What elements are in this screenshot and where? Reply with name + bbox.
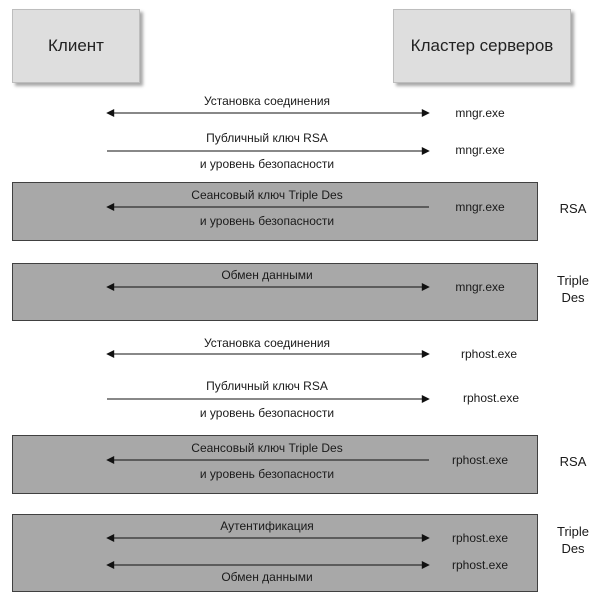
message-label-continued: и уровень безопасности bbox=[199, 214, 335, 228]
authentication-panel bbox=[12, 514, 538, 592]
message-label: Сеансовый ключ Triple Des bbox=[191, 188, 343, 202]
process-name: rphost.exe bbox=[462, 391, 520, 405]
message-label: Установка соединения bbox=[203, 336, 331, 350]
server-cluster-label: Кластер серверов bbox=[410, 36, 554, 55]
process-name: mngr.exe bbox=[455, 200, 505, 214]
session-key-panel bbox=[12, 182, 538, 241]
process-name: mngr.exe bbox=[455, 106, 505, 120]
message-label-continued: и уровень безопасности bbox=[199, 157, 335, 171]
message-label: Публичный ключ RSA bbox=[206, 379, 328, 393]
message-label-continued: и уровень безопасности bbox=[199, 406, 335, 420]
message-label-continued: и уровень безопасности bbox=[199, 467, 335, 481]
protocol-label: Triple Des bbox=[556, 273, 590, 305]
client-label: Клиент bbox=[48, 36, 104, 55]
message-label: Установка соединения bbox=[203, 94, 331, 108]
process-name: rphost.exe bbox=[451, 558, 509, 572]
message-label: Сеансовый ключ Triple Des bbox=[191, 441, 343, 455]
process-name: rphost.exe bbox=[460, 347, 518, 361]
protocol-label: RSA bbox=[559, 201, 587, 216]
message-label: Обмен данными bbox=[221, 268, 313, 282]
client-box: Клиент bbox=[12, 9, 140, 83]
process-name: rphost.exe bbox=[451, 453, 509, 467]
process-name: rphost.exe bbox=[451, 531, 509, 545]
server-cluster-box: Кластер серверов bbox=[393, 9, 571, 83]
session-key-panel bbox=[12, 435, 538, 494]
protocol-label: Triple Des bbox=[556, 524, 590, 556]
process-name: mngr.exe bbox=[455, 143, 505, 157]
message-label: Обмен данными bbox=[221, 570, 313, 584]
data-exchange-panel bbox=[12, 263, 538, 321]
message-label: Аутентификация bbox=[220, 519, 314, 533]
process-name: mngr.exe bbox=[455, 280, 505, 294]
message-label: Публичный ключ RSA bbox=[206, 131, 328, 145]
protocol-label: RSA bbox=[559, 454, 587, 469]
